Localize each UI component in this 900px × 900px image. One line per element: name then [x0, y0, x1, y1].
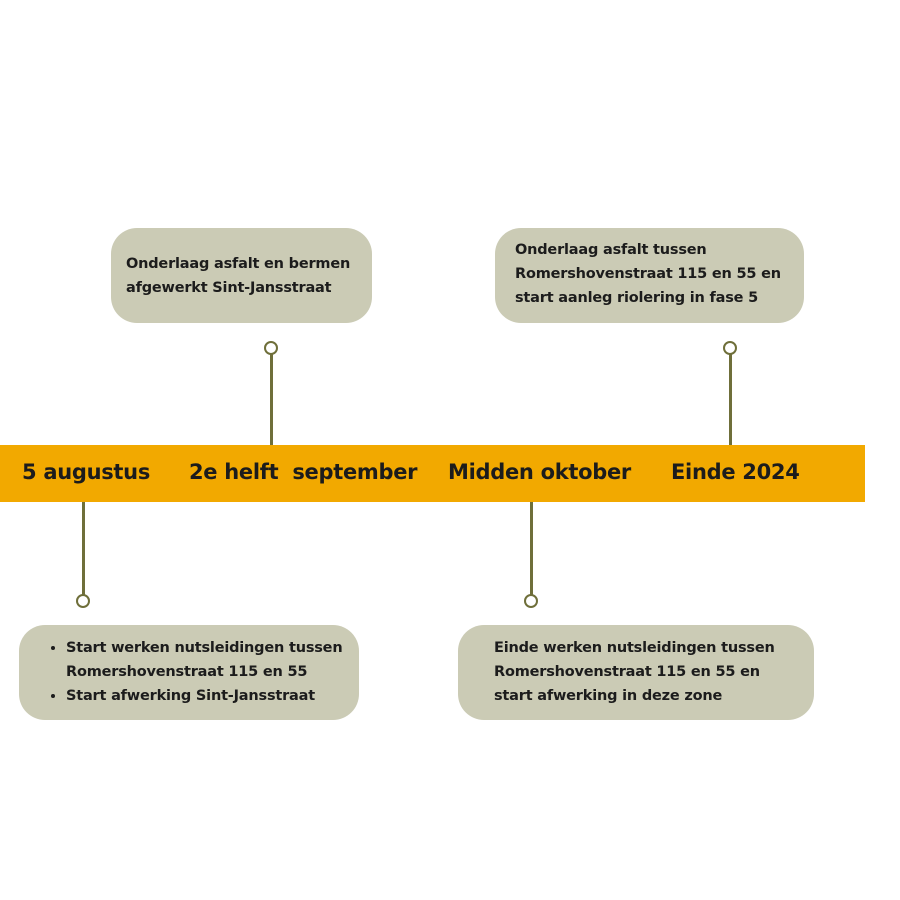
connector-stem-einde-2024 — [729, 352, 732, 445]
event-text-line: afgewerkt Sint-Jansstraat — [126, 280, 332, 296]
event-box-einde-2024: Onderlaag asfalt tussen Romershovenstraa… — [495, 228, 804, 323]
connector-dot-5-augustus — [76, 594, 90, 608]
event-bullet-list: Start werken nutsleidingen tussen Romers… — [44, 636, 359, 708]
event-text-line: Start afwerking Sint-Jansstraat — [66, 688, 315, 704]
event-text-line: Romershovenstraat 115 en 55 en — [515, 266, 781, 282]
event-box-midden-oktober: Einde werken nutsleidingen tussen Romers… — [458, 625, 814, 720]
event-bullet-item: Start afwerking Sint-Jansstraat — [66, 684, 359, 708]
event-text-line: Start werken nutsleidingen tussen — [66, 640, 343, 656]
event-text-line: start afwerking in deze zone — [494, 688, 723, 704]
connector-stem-2e-helft-september — [270, 352, 273, 445]
timeline-date-2e-helft-september: 2e helft september — [189, 460, 418, 484]
event-text-line: Onderlaag asfalt tussen — [515, 242, 707, 258]
timeline-date-midden-oktober: Midden oktober — [448, 460, 631, 484]
event-text-line: start aanleg riolering in fase 5 — [515, 290, 758, 306]
connector-stem-midden-oktober — [530, 502, 533, 595]
event-text-line: Einde werken nutsleidingen tussen — [494, 640, 775, 656]
event-bullet-item: Start werken nutsleidingen tussen Romers… — [66, 636, 359, 684]
connector-dot-2e-helft-september — [264, 341, 278, 355]
connector-stem-5-augustus — [82, 502, 85, 595]
event-text-line: Romershovenstraat 115 en 55 — [66, 664, 308, 680]
event-box-2e-helft-september: Onderlaag asfalt en bermen afgewerkt Sin… — [111, 228, 372, 323]
connector-dot-einde-2024 — [723, 341, 737, 355]
event-text-line: Romershovenstraat 115 en 55 en — [494, 664, 760, 680]
event-text-line: Onderlaag asfalt en bermen — [126, 256, 351, 272]
timeline-date-5-augustus: 5 augustus — [22, 460, 151, 484]
timeline-date-einde-2024: Einde 2024 — [671, 460, 800, 484]
connector-dot-midden-oktober — [524, 594, 538, 608]
event-box-5-augustus: Start werken nutsleidingen tussen Romers… — [19, 625, 359, 720]
timeline-band — [0, 445, 865, 502]
